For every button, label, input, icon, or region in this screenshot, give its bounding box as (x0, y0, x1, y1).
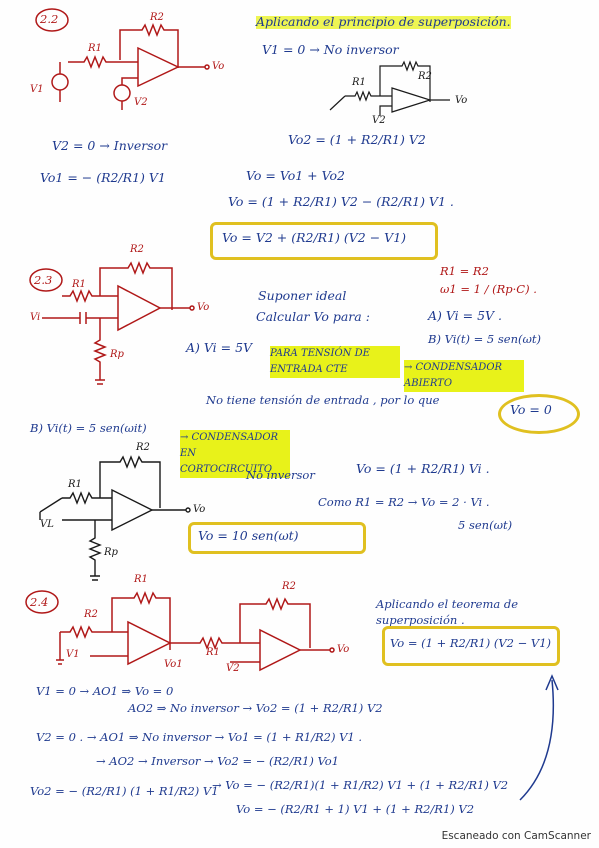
text-line: PARA TENSIÓN DE ENTRADA CTE (270, 346, 400, 378)
text-line: Suponer ideal (258, 288, 347, 303)
result-box (188, 522, 366, 554)
text-line: → Vo = − (R2/R1)(1 + R1/R2) V1 + (1 + R2… (212, 778, 509, 792)
result-text: Vo = V2 + (R2/R1) (V2 − V1) (222, 230, 407, 245)
text-line: V1 = 0 → AO1 ⇒ Vo = 0 (36, 684, 174, 698)
circuit-label: V1 (30, 84, 44, 95)
circuit-label: R2 (418, 71, 432, 82)
text-line: Vo2 = − (R2/R1) (1 + R1/R2) V1 (30, 784, 219, 798)
section-label: 2.4 (30, 595, 49, 609)
circuit-label: Rp (104, 547, 118, 558)
text-line: AO2 ⇒ No inversor → Vo2 = (1 + R2/R1) V2 (128, 701, 383, 715)
circuit-label: R1 (72, 279, 86, 290)
scanner-watermark: Escaneado con CamScanner (441, 830, 591, 842)
circuit-label: Vo (193, 504, 206, 515)
circuit-label: R2 (136, 442, 150, 453)
circuit-label: R1 (88, 43, 102, 54)
circuit-label: R2 (84, 609, 98, 620)
text-line: Vo1 = − (R2/R1) V1 (40, 170, 166, 185)
circuit-label: R2 (150, 12, 164, 23)
text-line: 5 sen(ωt) (458, 518, 513, 532)
circuit-label: R1 (134, 574, 148, 585)
circuit-label: Vo (197, 302, 210, 313)
result-text: Vo = 0 (510, 402, 552, 417)
circuit-label: R1 (352, 77, 366, 88)
circuit-label: R1 (206, 647, 220, 658)
circuit-label: Vo (337, 644, 350, 655)
text-line: V1 = 0 → No inversor (262, 42, 399, 57)
circuit-label: V2 (226, 663, 240, 674)
result-text: Vo = (1 + R2/R1) (V2 − V1) (390, 636, 551, 650)
text-line: A) Vi = 5V . (428, 308, 503, 323)
text-line: Vo = (1 + R2/R1) V2 − (R2/R1) V1 . (228, 194, 454, 209)
circuit-label: R2 (130, 244, 144, 255)
text-line: Aplicando el principio de superposición. (256, 14, 511, 29)
circuit-label: Rp (110, 349, 124, 360)
text-line: R1 = R2 (440, 264, 489, 278)
text-line: A) Vi = 5V (186, 340, 253, 355)
result-text: Vo = 10 sen(ωt) (198, 528, 299, 543)
text-line: No inversor (246, 468, 315, 482)
circuit-label: VL (40, 519, 54, 530)
text-line: Vo = (1 + R2/R1) Vi . (356, 461, 490, 476)
text-line: Vo2 = (1 + R2/R1) V2 (288, 132, 426, 147)
text-line: Calcular Vo para : (256, 309, 370, 324)
circuit-label: Vo (455, 95, 468, 106)
circuit-label: V2 (372, 115, 386, 126)
text-line: → CONDENSADOR EN CORTOCIRCUITO (180, 430, 290, 478)
circuit-label: Vi (30, 312, 41, 323)
result-box (210, 222, 438, 260)
text-line: V2 = 0 . → AO1 ⇒ No inversor → Vo1 = (1 … (36, 730, 363, 744)
text-line: B) Vi(t) = 5 sen(ωt) (428, 332, 541, 346)
result-box (382, 626, 560, 666)
text-line: → CONDENSADOR ABIERTO (404, 360, 524, 392)
circuit-label: R2 (282, 581, 296, 592)
circuit-label: R1 (68, 479, 82, 490)
section-label: 2.2 (40, 12, 59, 26)
text-line: No tiene tensión de entrada , por lo que (206, 393, 440, 407)
text-line: B) Vi(t) = 5 sen(ωit) (30, 421, 147, 435)
text-line: ω1 = 1 / (Rp·C) . (440, 282, 537, 296)
text-line: Aplicando el teorema de superposición . (376, 597, 519, 628)
text-line: Vo = Vo1 + Vo2 (246, 168, 345, 183)
section-label: 2.3 (34, 273, 53, 287)
text-line: Como R1 = R2 → Vo = 2 · Vi . (318, 495, 490, 509)
circuit-label: Vo1 (164, 659, 183, 670)
result-oval (498, 394, 580, 434)
text-line: V2 = 0 → Inversor (52, 138, 168, 153)
text-line: Vo = − (R2/R1 + 1) V1 + (1 + R2/R1) V2 (236, 802, 475, 816)
circuit-label: V2 (134, 97, 148, 108)
circuit-label: V1 (66, 649, 80, 660)
text-line: → AO2 → Inversor → Vo2 = − (R2/R1) Vo1 (96, 754, 339, 768)
circuit-label: Vo (212, 61, 225, 72)
